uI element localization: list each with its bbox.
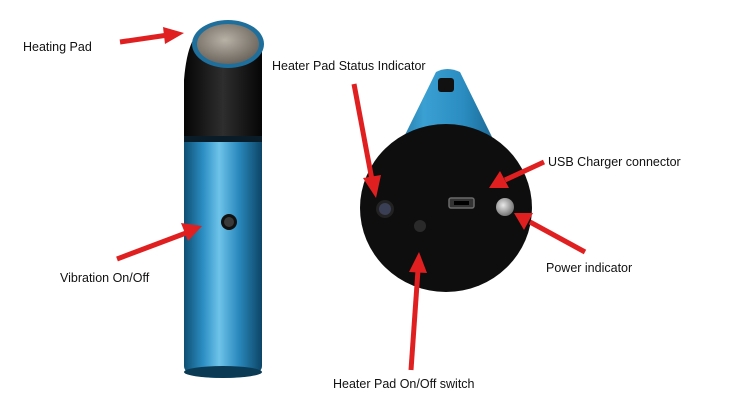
arrowhead-power xyxy=(514,213,533,230)
heating-pad-surface xyxy=(197,24,259,64)
status-indicator-lens xyxy=(379,203,391,215)
arrow-heater-switch xyxy=(408,269,421,371)
stick-black-top xyxy=(184,42,262,142)
stick-device xyxy=(184,20,264,378)
stick-blue-body xyxy=(184,140,262,378)
arrowhead-usb xyxy=(489,171,509,188)
heater-switch-button xyxy=(414,220,426,232)
cone-top-nub xyxy=(438,78,454,92)
label-power-indicator: Power indicator xyxy=(546,261,633,275)
arrow-power xyxy=(528,219,587,255)
cone-device xyxy=(360,69,532,292)
usb-port-slot xyxy=(454,201,469,205)
arrow-usb xyxy=(503,159,546,183)
stick-bottom-rim xyxy=(184,366,262,378)
arrow-vibration xyxy=(116,230,187,262)
label-vibration: Vibration On/Off xyxy=(60,271,150,285)
arrowhead-heating-pad xyxy=(163,27,184,44)
label-status-indicator: Heater Pad Status Indicator xyxy=(272,59,426,73)
arrowhead-status-indicator xyxy=(363,175,381,198)
label-heating-pad: Heating Pad xyxy=(23,40,92,54)
vibration-button xyxy=(224,217,234,227)
arrow-status-indicator xyxy=(351,83,375,181)
arrowhead-heater-switch xyxy=(409,252,427,273)
arrowhead-vibration xyxy=(181,223,202,241)
label-heater-switch: Heater Pad On/Off switch xyxy=(333,377,475,391)
arrow-heating-pad xyxy=(119,32,169,45)
annotation-arrows xyxy=(116,27,587,371)
power-indicator-led xyxy=(496,198,514,216)
cone-bottom-face xyxy=(360,124,532,292)
stick-joint xyxy=(184,136,262,142)
label-usb-connector: USB Charger connector xyxy=(548,155,681,169)
